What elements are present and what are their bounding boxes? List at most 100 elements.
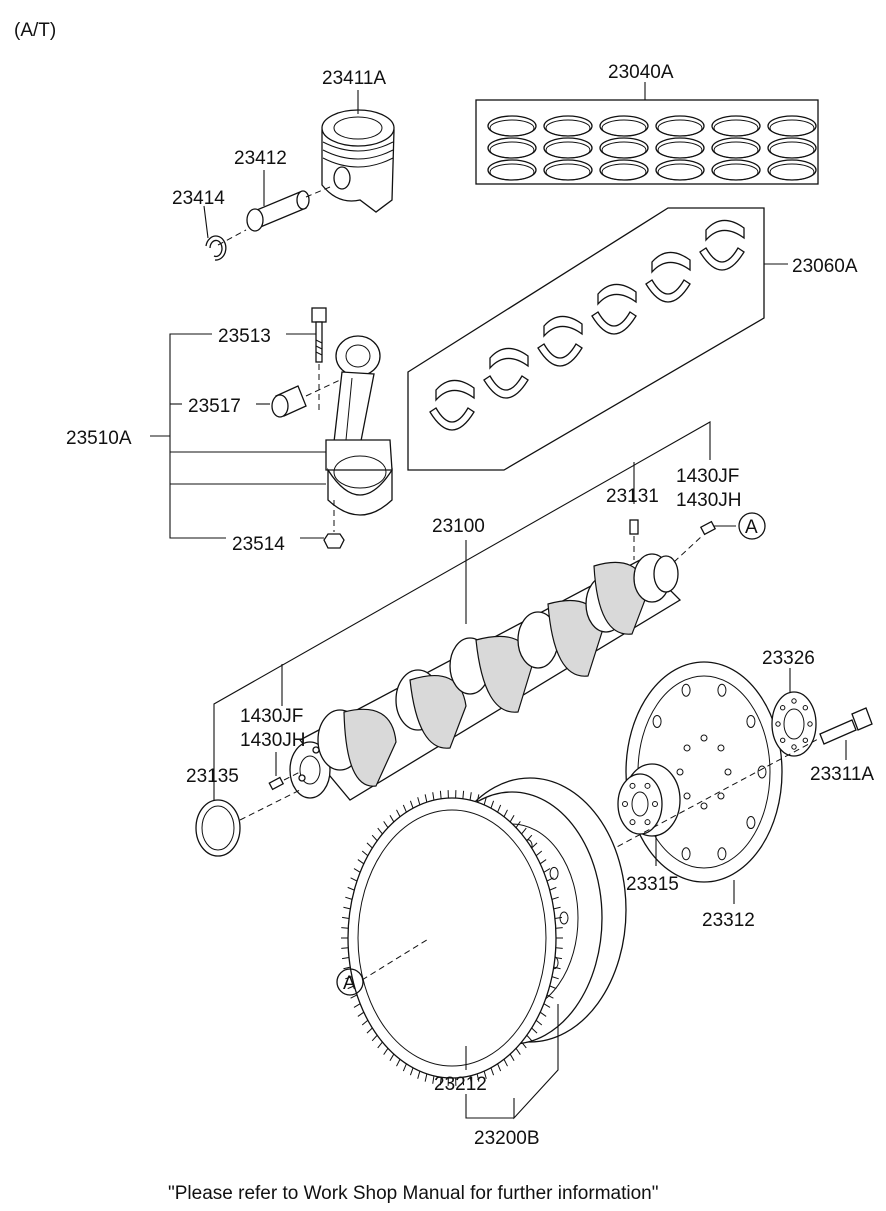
ring-gear-tooth (509, 815, 515, 823)
piston-ring-inner (545, 119, 591, 137)
ring-gear-tooth (549, 886, 557, 891)
rear-seal[interactable] (195, 799, 241, 857)
key[interactable] (629, 519, 639, 535)
ring-gear-tooth (341, 927, 349, 929)
ring-gear-tooth (389, 815, 395, 823)
ring-gear-tooth (383, 821, 389, 828)
ring-gear-tooth (476, 1073, 480, 1082)
ring-gear-tooth (483, 1071, 487, 1079)
ring-gear-tooth (555, 947, 563, 949)
ring-gear-tooth (535, 850, 543, 857)
plate-hole (775, 721, 781, 727)
crankshaft[interactable] (289, 553, 682, 801)
drive-plate-inner-hole (676, 768, 684, 776)
ring-gear-tooth (383, 1048, 389, 1055)
ring-gear-tooth (503, 1059, 508, 1067)
ring-gear-tooth (531, 842, 538, 849)
pin-rear[interactable] (268, 776, 285, 791)
piston-pin[interactable] (246, 190, 310, 232)
ring-gear-tooth (357, 1011, 365, 1017)
ring-gear-tooth (521, 1041, 527, 1049)
drive-plate-inner-hole (717, 744, 725, 752)
label-pin-b-1: 1430JF (240, 706, 303, 727)
con-rod[interactable] (325, 335, 393, 516)
ring-gear-tooth (476, 794, 480, 803)
ring-gear-tooth (343, 966, 351, 970)
piston-ring-inner (769, 119, 815, 137)
drive-plate-hole (652, 714, 662, 728)
footer-note: "Please refer to Work Shop Manual for fu… (168, 1183, 658, 1204)
drive-plate-inner-hole (724, 768, 732, 776)
ring-gear-tooth (462, 790, 465, 799)
piston[interactable] (321, 109, 395, 213)
piston-ring-set-box (475, 99, 819, 185)
ring-gear-tooth (402, 804, 407, 813)
plate[interactable] (771, 691, 817, 757)
drive-plate-hole (746, 714, 756, 728)
piston-ring-inner (713, 119, 759, 137)
drive-plate-hole (717, 683, 727, 697)
adapter-hole (629, 819, 636, 826)
plate-hole (802, 737, 809, 743)
label-snap-ring: 23414 (172, 188, 225, 209)
ring-gear-tooth (347, 886, 355, 891)
piston-ring-inner (657, 119, 703, 137)
ring-gear-tooth (554, 916, 562, 920)
ring-gear-tooth (341, 947, 349, 949)
bearing-set[interactable] (429, 219, 745, 431)
ring-gear-tooth (402, 1063, 407, 1072)
ring-gear-tooth (526, 1034, 533, 1042)
piston-ring-inner (489, 119, 535, 137)
drive-plate-inner-hole (700, 802, 708, 810)
drive-plate-inner-hole (700, 734, 708, 742)
con-rod-bolt[interactable] (311, 307, 327, 363)
callout-a-bottom: A (336, 968, 364, 996)
drive-plate-hole (746, 816, 756, 830)
label-pin-a-1: 1430JF (676, 466, 739, 487)
piston-ring-inner (489, 163, 535, 181)
adapter-hole (652, 801, 658, 807)
con-rod-bushing[interactable] (271, 385, 307, 418)
ring-gear[interactable] (341, 790, 563, 1086)
plate-hole (802, 705, 809, 711)
ring-gear-tooth (396, 1059, 401, 1067)
ring-gear-tooth (424, 794, 428, 803)
pin-front[interactable] (699, 520, 717, 536)
label-con-rod-nut: 23514 (232, 534, 285, 555)
label-key: 23131 (606, 486, 659, 507)
plate-hole (807, 721, 813, 727)
bearing-shell-pair (429, 379, 475, 431)
bearing-shell-pair (537, 315, 583, 367)
ring-gear-tooth (543, 868, 551, 873)
ring-gear-tooth (424, 1073, 428, 1082)
ring-gear-tooth (343, 906, 351, 910)
label-piston-ring-set: 23040A (608, 62, 674, 83)
bearing-shell-pair (699, 219, 745, 271)
ring-gear-tooth (515, 821, 521, 828)
snap-ring[interactable] (205, 235, 227, 261)
ring-gear-tooth (546, 877, 554, 882)
ring-gear-tooth (361, 1019, 369, 1026)
ring-gear-tooth (432, 792, 435, 801)
label-piston: 23411A (322, 68, 386, 89)
label-ring-gear: 23212 (434, 1074, 487, 1095)
ring-gear-tooth (535, 1019, 543, 1026)
ring-gear-tooth (509, 1053, 515, 1061)
ring-gear-tooth (551, 976, 559, 980)
adapter-hole (629, 782, 636, 789)
drive-plate-inner-hole (683, 792, 691, 800)
ring-gear-tooth (366, 842, 373, 849)
label-plate: 23326 (762, 648, 815, 669)
con-rod-nut[interactable] (323, 533, 345, 549)
label-adapter: 23315 (626, 874, 679, 895)
piston-ring-inner (769, 141, 815, 159)
ring-gear-tooth (409, 800, 414, 809)
label-piston-pin: 23412 (234, 148, 287, 169)
piston-ring-set[interactable] (487, 115, 817, 181)
adapter[interactable] (617, 763, 681, 837)
bolt[interactable] (819, 707, 873, 745)
flywheel-hole (549, 866, 559, 880)
adapter-hole (622, 801, 628, 807)
variant-label: (A/T) (14, 20, 56, 41)
